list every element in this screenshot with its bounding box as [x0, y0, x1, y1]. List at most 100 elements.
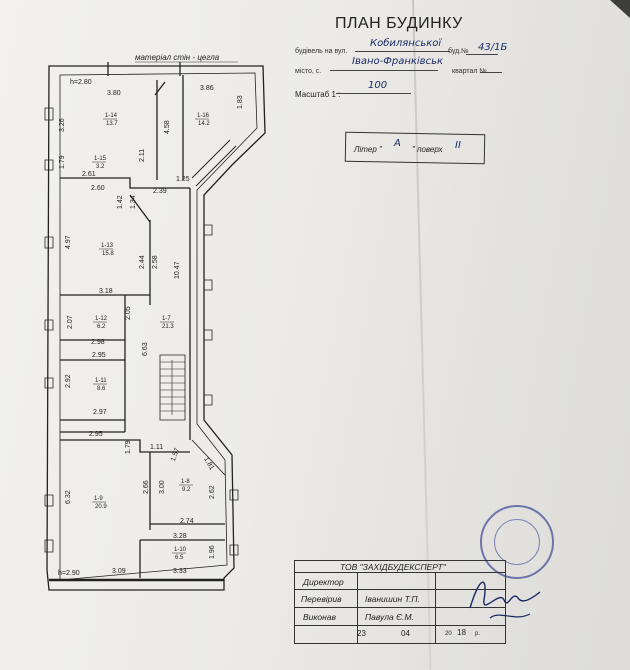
- dim-label: 2.92: [65, 374, 72, 388]
- dim-label: 1.83: [237, 95, 244, 109]
- svg-text:8.6: 8.6: [97, 386, 106, 392]
- svg-text:15.8: 15.8: [102, 251, 114, 257]
- dim-label: 10.47: [174, 261, 181, 279]
- svg-text:1-10: 1-10: [174, 547, 187, 553]
- company-seal: [480, 505, 554, 579]
- svg-text:1-7: 1-7: [162, 316, 171, 322]
- dim-label: 2.95: [92, 352, 106, 359]
- room-label: 1-13 15.8: [99, 243, 114, 257]
- floor-label: " поверх: [412, 145, 443, 154]
- dim-label: 2.05: [125, 306, 132, 320]
- dim-label: 1.96: [209, 545, 216, 559]
- litera-value: А: [394, 138, 401, 149]
- dim-label: 3.28: [173, 533, 187, 540]
- svg-text:20.9: 20.9: [95, 504, 107, 510]
- room-label: 1-14 13.7: [103, 113, 118, 127]
- room-label: 1-7 21.3: [160, 316, 174, 330]
- city-value: Івано-Франківськ: [352, 56, 444, 67]
- dim-label: 2.97: [93, 409, 107, 416]
- city-underline: [330, 70, 438, 71]
- svg-text:21.3: 21.3: [162, 324, 174, 330]
- litera-label: Літер ": [354, 145, 382, 154]
- svg-text:6.5: 6.5: [175, 555, 184, 561]
- dim-label: 3.33: [173, 568, 187, 575]
- dim-label: 3.09: [112, 568, 126, 575]
- svg-text:1-15: 1-15: [94, 156, 107, 162]
- room-label: 1-16 14.2: [195, 113, 210, 127]
- dim-label: 2.95: [89, 431, 103, 438]
- director-label: Директор: [303, 577, 344, 587]
- dim-label: 2.66: [143, 480, 150, 494]
- page-title: ПЛАН БУДИНКУ: [335, 15, 463, 32]
- street-label: будівель на вул.: [295, 48, 348, 55]
- svg-text:1-8: 1-8: [181, 479, 190, 485]
- height-bottom-label: h=2.90: [58, 570, 80, 577]
- checked-label: Перевірив: [301, 594, 342, 604]
- quarter-label: квартал №: [452, 68, 487, 75]
- dim-label: 2.74: [180, 518, 194, 525]
- date-day: 23: [357, 629, 366, 638]
- signature: [469, 581, 541, 619]
- city-label: місто, с.: [295, 68, 322, 75]
- street-underline: [355, 51, 450, 52]
- room-label: 1-8 9.2: [179, 479, 193, 493]
- dim-label: 2.39: [153, 188, 167, 195]
- dim-label: 1.79: [59, 155, 66, 169]
- company-name: ТОВ "ЗАХІДБУДЕКСПЕРТ": [340, 562, 446, 572]
- svg-text:1-14: 1-14: [105, 113, 118, 119]
- building-no-underline: [466, 54, 498, 55]
- svg-text:9.2: 9.2: [182, 487, 191, 493]
- dim-label: 2.98: [91, 339, 105, 346]
- dim-label: 4.97: [65, 235, 72, 249]
- scale-value: 100: [368, 80, 388, 91]
- svg-text:6.2: 6.2: [97, 324, 106, 330]
- performed-label: Виконав: [303, 612, 336, 622]
- dim-label: 1.25: [176, 176, 190, 183]
- dim-label: 3.86: [200, 85, 214, 92]
- date-month: 04: [401, 629, 410, 638]
- scale-underline: [336, 93, 411, 94]
- building-no-label: буд.№: [448, 48, 469, 55]
- room-label: 1-9 20.9: [92, 496, 107, 510]
- floor-value: ІІ: [455, 140, 461, 151]
- room-label: 1-10 6.5: [172, 547, 187, 561]
- street-value: Кобилянської: [370, 38, 442, 49]
- room-label: 1-12 6.2: [93, 316, 108, 330]
- performed-name: Павула Є.М.: [365, 612, 414, 622]
- room-label: 1-15 3.2: [92, 156, 107, 170]
- height-top-label: h=2.80: [70, 79, 92, 86]
- dim-label: 1.57: [170, 447, 181, 462]
- date-year-unit: р.: [475, 631, 481, 637]
- dim-label: 3.26: [59, 118, 66, 132]
- dim-label: 6.32: [65, 490, 72, 504]
- checked-name: Іванишин Т.П.: [365, 594, 420, 604]
- svg-text:3.2: 3.2: [96, 164, 105, 170]
- dim-label: 1.11: [150, 444, 163, 451]
- quarter-underline: [480, 72, 502, 73]
- svg-text:14.2: 14.2: [198, 121, 210, 127]
- wall-material-label: матеріал стін - цегла: [135, 53, 220, 62]
- dim-label: 3.00: [159, 480, 166, 494]
- company-seal-inner: [494, 519, 540, 565]
- dim-label: 2.11: [139, 149, 146, 162]
- dim-label: 2.62: [209, 485, 216, 499]
- dim-label: 6.63: [142, 342, 149, 356]
- dim-label: 4.58: [164, 120, 171, 134]
- page-corner: [610, 0, 630, 18]
- svg-text:1-16: 1-16: [197, 113, 210, 119]
- dim-label: 3.18: [99, 288, 113, 295]
- svg-text:1-11: 1-11: [95, 378, 107, 384]
- dim-label: 2.58: [152, 255, 159, 269]
- dim-label: 1.81: [202, 456, 215, 471]
- svg-text:1-9: 1-9: [94, 496, 103, 502]
- title-block: ТОВ "ЗАХІДБУДЕКСПЕРТ" Директор Перевірив…: [294, 560, 506, 644]
- dim-label: 2.44: [139, 255, 146, 269]
- dim-label: 1.42: [117, 195, 124, 209]
- scale-label: Масштаб 1 :: [295, 90, 341, 99]
- svg-text:13.7: 13.7: [106, 121, 118, 127]
- dim-label: 1.79: [125, 440, 132, 454]
- svg-text:1-13: 1-13: [101, 243, 114, 249]
- dim-label: 3.80: [107, 90, 121, 97]
- building-no-value: 43/1Б: [478, 42, 508, 53]
